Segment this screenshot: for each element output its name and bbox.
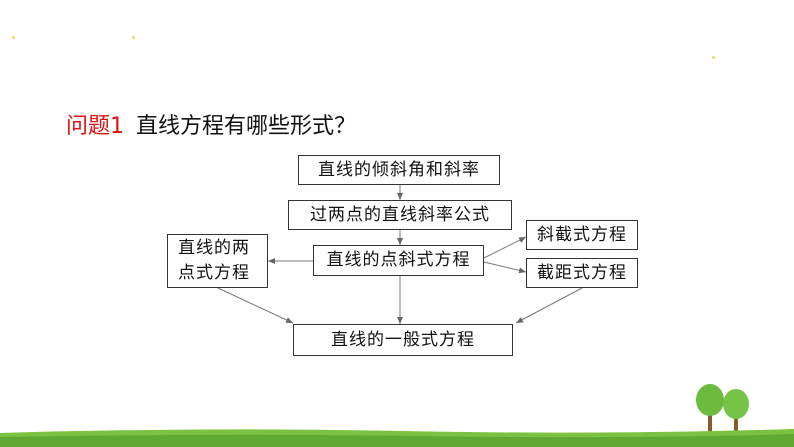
question-heading: 问题1 直线方程有哪些形式？ — [66, 108, 356, 140]
box-two-point-line1: 直线的两 — [178, 238, 250, 259]
box-slope-angle-label: 直线的倾斜角和斜率 — [318, 159, 480, 180]
tree-trunk-icon — [708, 408, 712, 438]
box-slope-intercept-label: 斜截式方程 — [537, 224, 627, 245]
arrow-intercept-to-general — [515, 287, 583, 324]
box-two-point-slope-formula-label: 过两点的直线斜率公式 — [310, 204, 490, 225]
question-number: 问题1 — [66, 114, 124, 139]
box-general-form: 直线的一般式方程 — [293, 324, 513, 356]
arrow-two-point-to-general — [217, 287, 294, 324]
box-general-form-label: 直线的一般式方程 — [331, 329, 475, 350]
arrow-point-slope-to-intercept — [483, 261, 527, 274]
box-two-point-line2: 点式方程 — [178, 263, 250, 283]
sparkle-dot — [712, 56, 715, 59]
box-intercept-form-label: 截距式方程 — [537, 262, 627, 283]
tree-crown-icon — [696, 384, 724, 416]
grass-strip — [0, 429, 794, 447]
box-two-point-form: 直线的两 点式方程 — [167, 234, 268, 288]
arrow-point-slope-to-slope-intercept — [483, 236, 527, 259]
tree-crown-icon — [723, 389, 749, 419]
sparkle-dot — [132, 36, 135, 39]
trees-decoration — [696, 384, 749, 438]
question-text: 直线方程有哪些形式？ — [136, 114, 357, 139]
box-intercept-form: 截距式方程 — [526, 258, 638, 288]
box-slope-intercept: 斜截式方程 — [526, 220, 638, 250]
sparkle-dot — [12, 36, 15, 39]
box-two-point-slope-formula: 过两点的直线斜率公式 — [288, 200, 512, 230]
box-point-slope-label: 直线的点斜式方程 — [326, 250, 471, 271]
box-point-slope: 直线的点斜式方程 — [313, 245, 484, 276]
box-slope-angle: 直线的倾斜角和斜率 — [298, 155, 500, 185]
tree-trunk-icon — [734, 412, 738, 438]
